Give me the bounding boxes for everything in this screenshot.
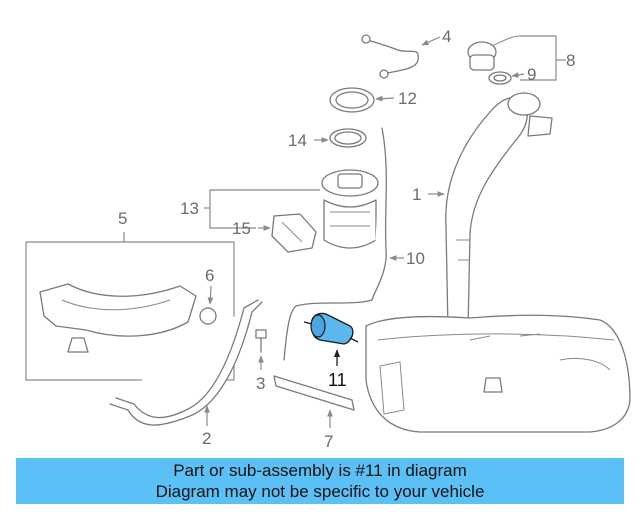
callout-13: 13 (180, 199, 199, 218)
callout-5: 5 (118, 209, 127, 228)
callout-6: 6 (205, 266, 214, 285)
callout-7: 7 (324, 432, 333, 451)
part-13-pump-module (204, 169, 379, 249)
callout-11: 11 (328, 370, 347, 390)
callout-12: 12 (398, 89, 417, 108)
part-3-bolt (255, 329, 267, 370)
callout-8: 8 (566, 51, 575, 70)
fuel-tank (365, 314, 631, 433)
part-4-sensor-wire (361, 34, 441, 79)
part-5-heat-shield (25, 232, 235, 381)
banner-line-2: Diagram may not be specific to your vehi… (155, 482, 485, 501)
callout-3: 3 (256, 374, 265, 393)
callout-1: 1 (412, 185, 421, 204)
banner-line-1: Part or sub-assembly is #11 in diagram (173, 461, 467, 480)
parts-diagram: 4 8 9 12 14 13 (25, 27, 631, 451)
callout-15: 15 (232, 219, 251, 238)
part-14-gasket (314, 128, 367, 148)
info-banner: Part or sub-assembly is #11 in diagram D… (16, 458, 624, 504)
part-6-clip (199, 285, 217, 325)
callout-4: 4 (442, 27, 451, 46)
callout-10: 10 (406, 249, 425, 268)
part-1-filler-neck (428, 92, 553, 331)
part-9-seal (488, 71, 525, 85)
part-7-bracket (273, 375, 355, 428)
callout-9: 9 (527, 65, 536, 84)
part-11-fuel-filter (303, 312, 359, 366)
part-8-cap (467, 35, 566, 81)
callout-2: 2 (202, 429, 211, 448)
callout-14: 14 (288, 131, 307, 150)
part-15-sender (258, 213, 317, 253)
part-2-strap (109, 299, 263, 426)
part-12-lock-ring (329, 87, 395, 113)
